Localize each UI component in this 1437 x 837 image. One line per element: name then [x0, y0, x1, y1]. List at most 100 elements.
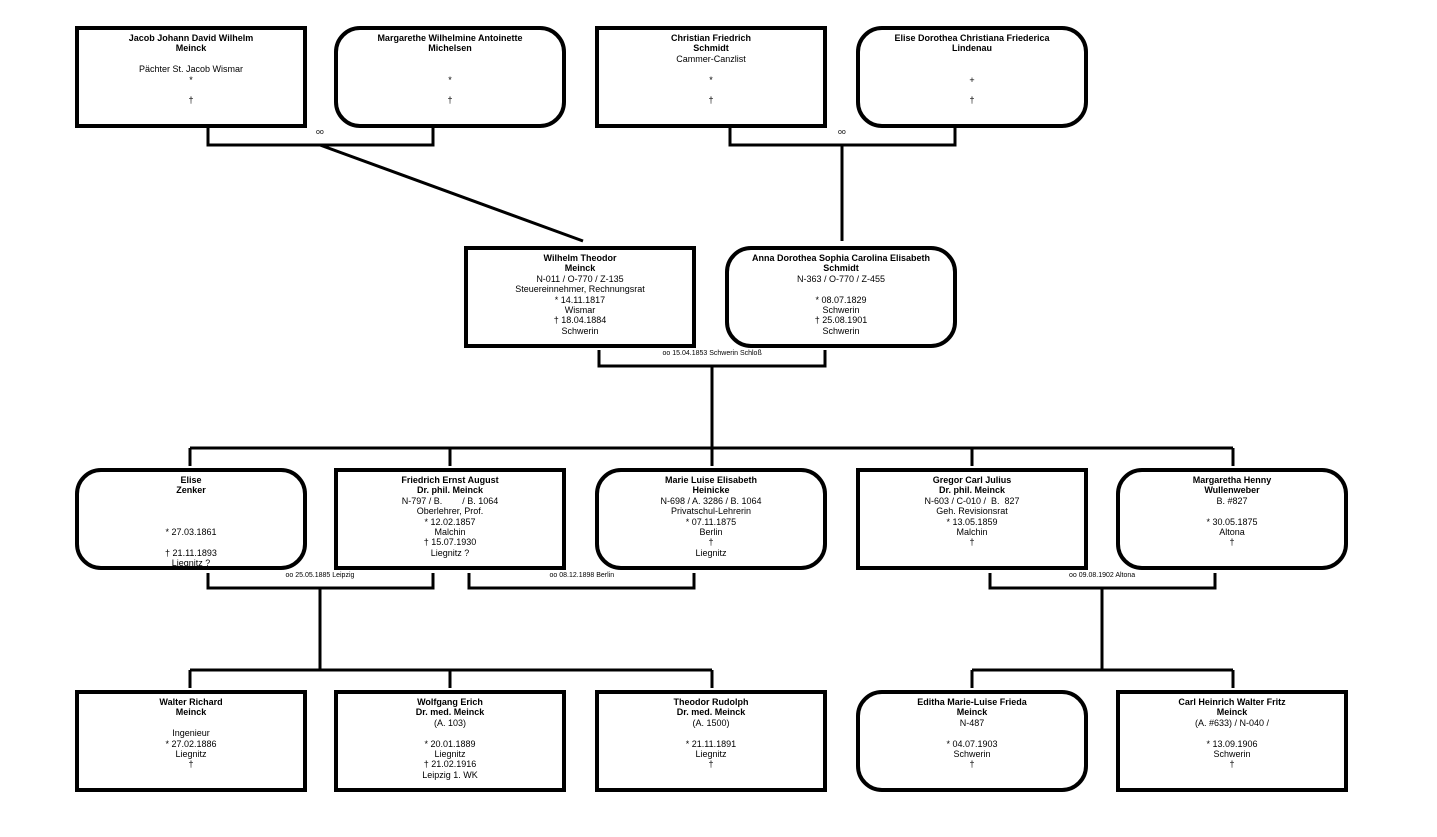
person-detail: Schwerin: [953, 749, 991, 760]
descent-line: [319, 143, 584, 243]
person-detail: Steuereinnehmer, Rechnungsrat: [515, 284, 645, 295]
person-detail: [79, 506, 303, 516]
person-detail: Liegnitz: [695, 749, 727, 760]
person-detail: * 14.11.1817: [554, 294, 606, 305]
person-detail: * 13.05.1859: [946, 516, 998, 527]
person-detail: N-698 / A. 3286 / B. 1064: [660, 495, 762, 506]
person-detail: *: [189, 74, 193, 85]
marriage-bracket: [467, 573, 696, 590]
person-detail: [79, 85, 303, 95]
person-detail: † 15.07.1930: [423, 537, 477, 548]
person-given-names: Walter Richard: [159, 697, 223, 707]
person-given-names: Elise: [180, 475, 202, 485]
person-detail: Liegnitz ?: [430, 547, 470, 558]
person-given-names: Anna Dorothea Sophia Carolina Elisabeth: [751, 253, 931, 263]
person-given-names: Theodor Rudolph: [673, 697, 749, 707]
person-detail: [79, 517, 303, 527]
person-detail: * 20.01.1889: [424, 738, 476, 749]
person-detail: Malchin: [956, 527, 988, 538]
person-detail: Schwerin: [1213, 749, 1251, 760]
person-given-names: Margarethe Wilhelmine Antoinette: [377, 33, 523, 43]
person-detail: (A. #633) / N-040 /: [1194, 717, 1270, 728]
person-given-names: Friedrich Ernst August: [401, 475, 499, 485]
person-detail: †: [969, 759, 975, 770]
person-surname: Dr. phil. Meinck: [938, 485, 1005, 496]
person-detail: Oberlehrer, Prof.: [416, 506, 484, 517]
person-detail: * 27.02.1886: [165, 738, 217, 749]
person-detail: [860, 64, 1084, 74]
person-detail: †: [969, 95, 975, 106]
person-given-names: Marie Luise Elisabeth: [664, 475, 758, 485]
person-detail: *: [448, 74, 452, 85]
person-detail: Cammer-Canzlist: [676, 53, 746, 64]
person-detail: [338, 728, 562, 738]
marriage-label-mD: oo 25.05.1885 Leipzig: [284, 572, 356, 580]
marriage-label-mA: oo: [315, 129, 325, 137]
marriage-label-mE: oo 08.12.1898 Berlin: [548, 572, 616, 580]
person-detail: Schwerin: [822, 325, 860, 336]
person-detail: * 12.02.1857: [424, 516, 476, 527]
person-detail: Schwerin: [822, 305, 860, 316]
person-surname: Schmidt: [693, 43, 729, 54]
person-detail: Wismar: [564, 305, 596, 316]
person-detail: * 07.11.1875: [685, 516, 737, 527]
person-detail: †: [969, 537, 975, 548]
person-surname: Meinck: [956, 707, 988, 718]
person-surname: Meinck: [175, 43, 207, 54]
person-detail: † 21.11.1893: [165, 547, 217, 558]
person-given-names: Wolfgang Erich: [417, 697, 483, 707]
person-detail: †: [188, 95, 194, 106]
person-detail: †: [708, 95, 714, 106]
person-detail: * 30.05.1875: [1206, 516, 1258, 527]
person-detail: [1120, 506, 1344, 516]
person-surname: Heinicke: [692, 485, 730, 496]
person-given-names: Jacob Johann David Wilhelm: [128, 33, 254, 43]
person-given-names: Elise Dorothea Christiana Friederica: [894, 33, 1050, 43]
person-detail: [860, 85, 1084, 95]
person-detail: N-603 / C-010 / B. 827: [924, 495, 1020, 506]
person-detail: * 21.11.1891: [685, 738, 737, 749]
person-detail: Altona: [1219, 527, 1245, 538]
person-detail: Liegnitz: [434, 749, 466, 760]
person-detail: † 25.08.1901: [814, 315, 868, 326]
person-surname: Wullenweber: [1204, 485, 1260, 496]
person-detail: [79, 537, 303, 547]
person-surname: Schmidt: [823, 263, 859, 274]
person-detail: [860, 728, 1084, 738]
person-detail: Pächter St. Jacob Wismar: [138, 64, 244, 75]
person-detail: †: [188, 759, 194, 770]
marriage-label-mB: oo: [837, 129, 847, 137]
person-detail: Ingenieur: [172, 728, 210, 739]
person-detail: B. #827: [1216, 495, 1248, 506]
person-given-names: Editha Marie-Luise Frieda: [917, 697, 1027, 707]
person-detail: (A. 1500): [692, 717, 730, 728]
person-given-names: Carl Heinrich Walter Fritz: [1178, 697, 1286, 707]
person-detail: * 27.03.1861: [165, 526, 217, 537]
person-detail: [338, 85, 562, 95]
person-detail: [338, 64, 562, 74]
person-surname: Lindenau: [952, 43, 992, 54]
person-detail: †: [1229, 759, 1235, 770]
person-detail: N-363 / O-770 / Z-455: [796, 273, 886, 284]
person-detail: [599, 728, 823, 738]
person-surname: Meinck: [175, 707, 207, 718]
person-detail: +: [969, 74, 975, 85]
person-detail: [338, 54, 562, 64]
